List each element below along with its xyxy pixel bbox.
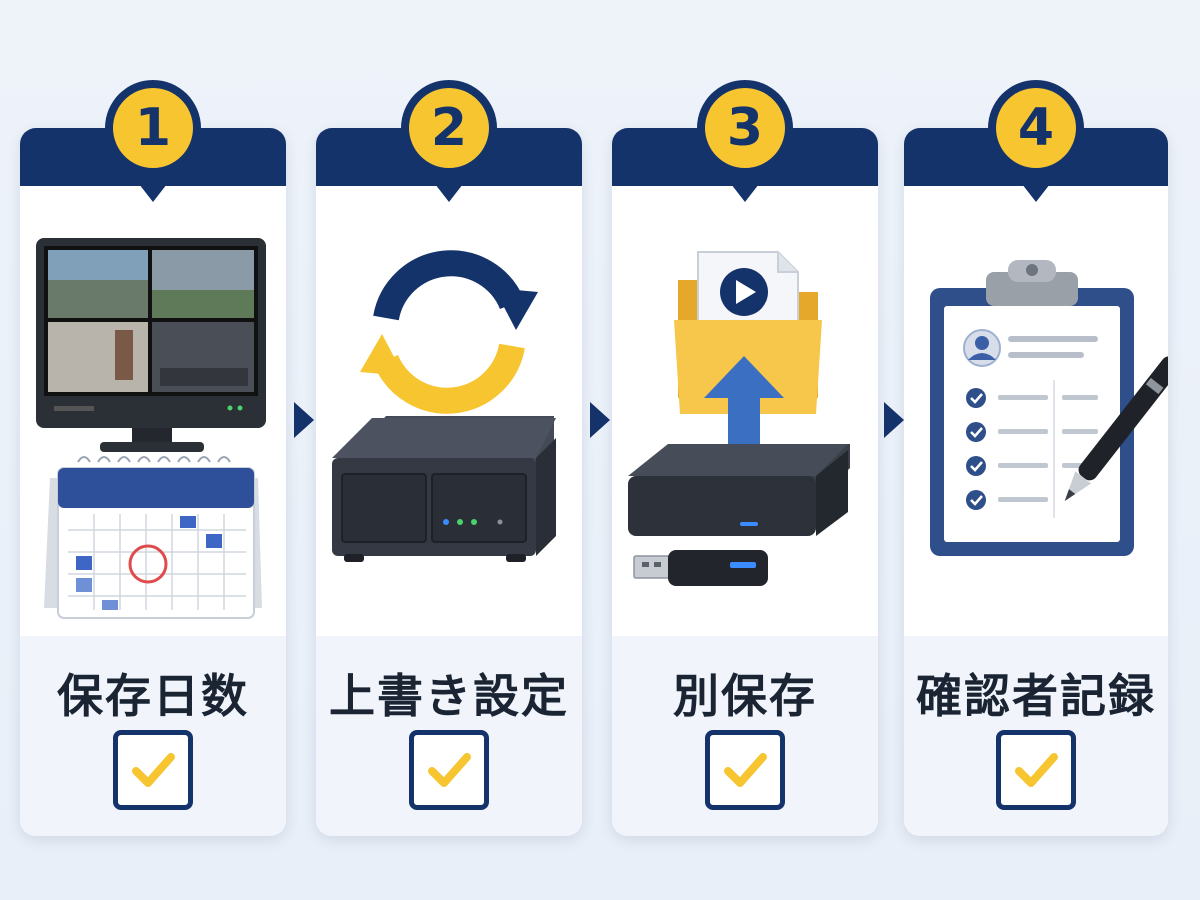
- step-arrow-3: [884, 402, 904, 438]
- step-label: 別保存: [673, 669, 817, 723]
- step-card-1: 1: [20, 80, 286, 836]
- step-number: 2: [409, 88, 489, 168]
- dvr-monitor-calendar-icon: [20, 218, 286, 638]
- checkmark-icon: [428, 753, 471, 787]
- step-label-area: 上書き設定: [316, 636, 582, 836]
- step-number-badge: 2: [401, 80, 497, 176]
- step-checkbox[interactable]: [996, 730, 1076, 810]
- step-label-area: 確認者記録: [904, 636, 1168, 836]
- step-arrow-2: [590, 402, 610, 438]
- clipboard-pen-icon: [904, 218, 1168, 638]
- header-notch: [435, 184, 463, 202]
- step-number: 4: [996, 88, 1076, 168]
- step-label: 保存日数: [57, 669, 249, 723]
- step-card-4: 4: [904, 80, 1168, 836]
- step-card-3: 3 別保存: [612, 80, 878, 836]
- checkmark-icon: [132, 753, 175, 787]
- step-number-badge: 1: [105, 80, 201, 176]
- step-card-2: 2 上書き設定: [316, 80, 582, 836]
- header-notch: [139, 184, 167, 202]
- step-label: 確認者記録: [916, 669, 1156, 723]
- step-arrow-1: [294, 402, 314, 438]
- header-notch: [1022, 184, 1050, 202]
- step-number-badge: 4: [988, 80, 1084, 176]
- recorder-sync-icon: [316, 218, 582, 638]
- checkmark-icon: [1015, 753, 1058, 787]
- step-checkbox[interactable]: [705, 730, 785, 810]
- step-checkbox[interactable]: [409, 730, 489, 810]
- step-label-area: 保存日数: [20, 636, 286, 836]
- step-number-badge: 3: [697, 80, 793, 176]
- step-label-area: 別保存: [612, 636, 878, 836]
- step-checkbox[interactable]: [113, 730, 193, 810]
- step-label: 上書き設定: [329, 669, 569, 723]
- checkmark-icon: [724, 753, 767, 787]
- step-number: 1: [113, 88, 193, 168]
- header-notch: [731, 184, 759, 202]
- folder-upload-usb-icon: [612, 218, 878, 638]
- step-number: 3: [705, 88, 785, 168]
